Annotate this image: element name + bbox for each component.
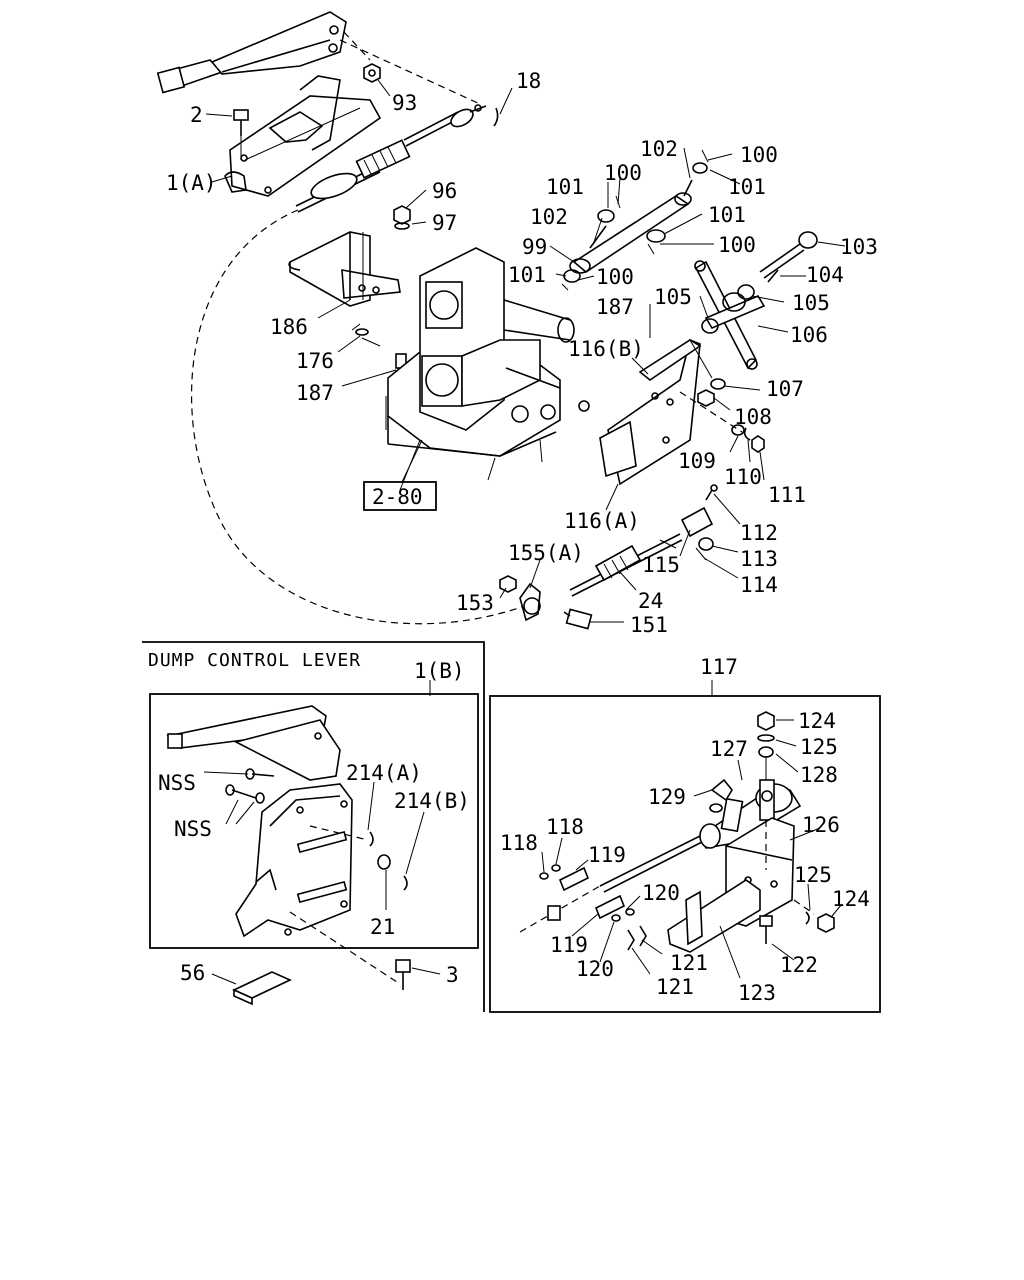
label-100-b: 100 — [604, 161, 642, 185]
label-3: 3 — [446, 963, 459, 987]
label-18: 18 — [516, 69, 541, 93]
label-100-c: 100 — [718, 233, 756, 257]
label-105-right: 105 — [792, 291, 830, 315]
label-96: 96 — [432, 179, 457, 203]
label-113: 113 — [740, 547, 778, 571]
label-187-left: 187 — [296, 381, 334, 405]
inset-117 — [489, 680, 881, 1013]
label-155a: 155(A) — [508, 541, 584, 565]
label-102-b: 102 — [530, 205, 568, 229]
label-56: 56 — [180, 961, 205, 985]
label-112: 112 — [740, 521, 778, 545]
leader-lines — [205, 79, 846, 979]
label-153: 153 — [456, 591, 494, 615]
label-104: 104 — [806, 263, 844, 287]
label-127: 127 — [710, 737, 748, 761]
label-107: 107 — [766, 377, 804, 401]
label-nss-2: NSS — [174, 817, 212, 841]
label-101-b: 101 — [728, 175, 766, 199]
label-108: 108 — [734, 405, 772, 429]
label-122: 122 — [780, 953, 818, 977]
label-106: 106 — [790, 323, 828, 347]
label-115: 115 — [642, 553, 680, 577]
label-2: 2 — [190, 103, 203, 127]
label-109: 109 — [678, 449, 716, 473]
label-116a: 116(A) — [564, 509, 640, 533]
label-100-d: 100 — [596, 265, 634, 289]
label-121-lower: 121 — [656, 975, 694, 999]
label-124-right: 124 — [832, 887, 870, 911]
label-21: 21 — [370, 915, 395, 939]
linkage-rods — [561, 149, 709, 291]
label-114: 114 — [740, 573, 778, 597]
clamp-155 — [499, 575, 593, 630]
label-119-top: 119 — [588, 843, 626, 867]
label-97: 97 — [432, 211, 457, 235]
label-118-left: 118 — [500, 831, 538, 855]
label-24: 24 — [638, 589, 663, 613]
label-214a: 214(A) — [346, 761, 422, 785]
reference-2-80: 2-80 — [363, 439, 437, 511]
bracket-116 — [599, 338, 743, 511]
label-99: 99 — [522, 235, 547, 259]
label-111: 111 — [768, 483, 806, 507]
label-102-top: 102 — [640, 137, 678, 161]
control-cable — [191, 31, 541, 625]
label-1a: 1(A) — [166, 171, 217, 195]
label-120-bottom: 120 — [576, 957, 614, 981]
cable-end — [569, 484, 718, 597]
label-129: 129 — [648, 785, 686, 809]
label-1b: 1(B) — [414, 659, 465, 683]
ref-2-80-label: 2-80 — [372, 485, 423, 509]
inset-dump-control-lever: DUMP CONTROL LEVER — [142, 641, 485, 1012]
label-120-top: 120 — [642, 881, 680, 905]
label-124-top: 124 — [798, 709, 836, 733]
inset-title: DUMP CONTROL LEVER — [148, 650, 361, 671]
label-151: 151 — [630, 613, 668, 637]
label-116b: 116(B) — [568, 337, 644, 361]
label-123: 123 — [738, 981, 776, 1005]
label-118-right: 118 — [546, 815, 584, 839]
label-nss-1: NSS — [158, 771, 196, 795]
label-117: 117 — [700, 655, 738, 679]
label-214b: 214(B) — [394, 789, 470, 813]
part-labels: 18 93 2 1(A) 96 97 186 176 187 102 100 1… — [158, 69, 878, 1005]
label-121-upper: 121 — [670, 951, 708, 975]
label-93: 93 — [392, 91, 417, 115]
label-186: 186 — [270, 315, 308, 339]
transmission-housing — [385, 247, 590, 491]
label-125-top: 125 — [800, 735, 838, 759]
label-101-d: 101 — [508, 263, 546, 287]
label-187-right: 187 — [596, 295, 634, 319]
label-100-top: 100 — [740, 143, 778, 167]
label-176: 176 — [296, 349, 334, 373]
hand-lever-assembly — [156, 11, 382, 197]
bell-crank — [694, 231, 818, 407]
label-125-right: 125 — [794, 863, 832, 887]
label-110: 110 — [724, 465, 762, 489]
label-126: 126 — [802, 813, 840, 837]
fasteners-upper — [233, 63, 411, 230]
label-105-left: 105 — [654, 285, 692, 309]
label-128: 128 — [800, 763, 838, 787]
bracket-186 — [288, 231, 407, 378]
label-119-bottom: 119 — [550, 933, 588, 957]
label-101-c: 101 — [708, 203, 746, 227]
label-101-a: 101 — [546, 175, 584, 199]
fasteners-109-111 — [731, 424, 765, 453]
label-103: 103 — [840, 235, 878, 259]
